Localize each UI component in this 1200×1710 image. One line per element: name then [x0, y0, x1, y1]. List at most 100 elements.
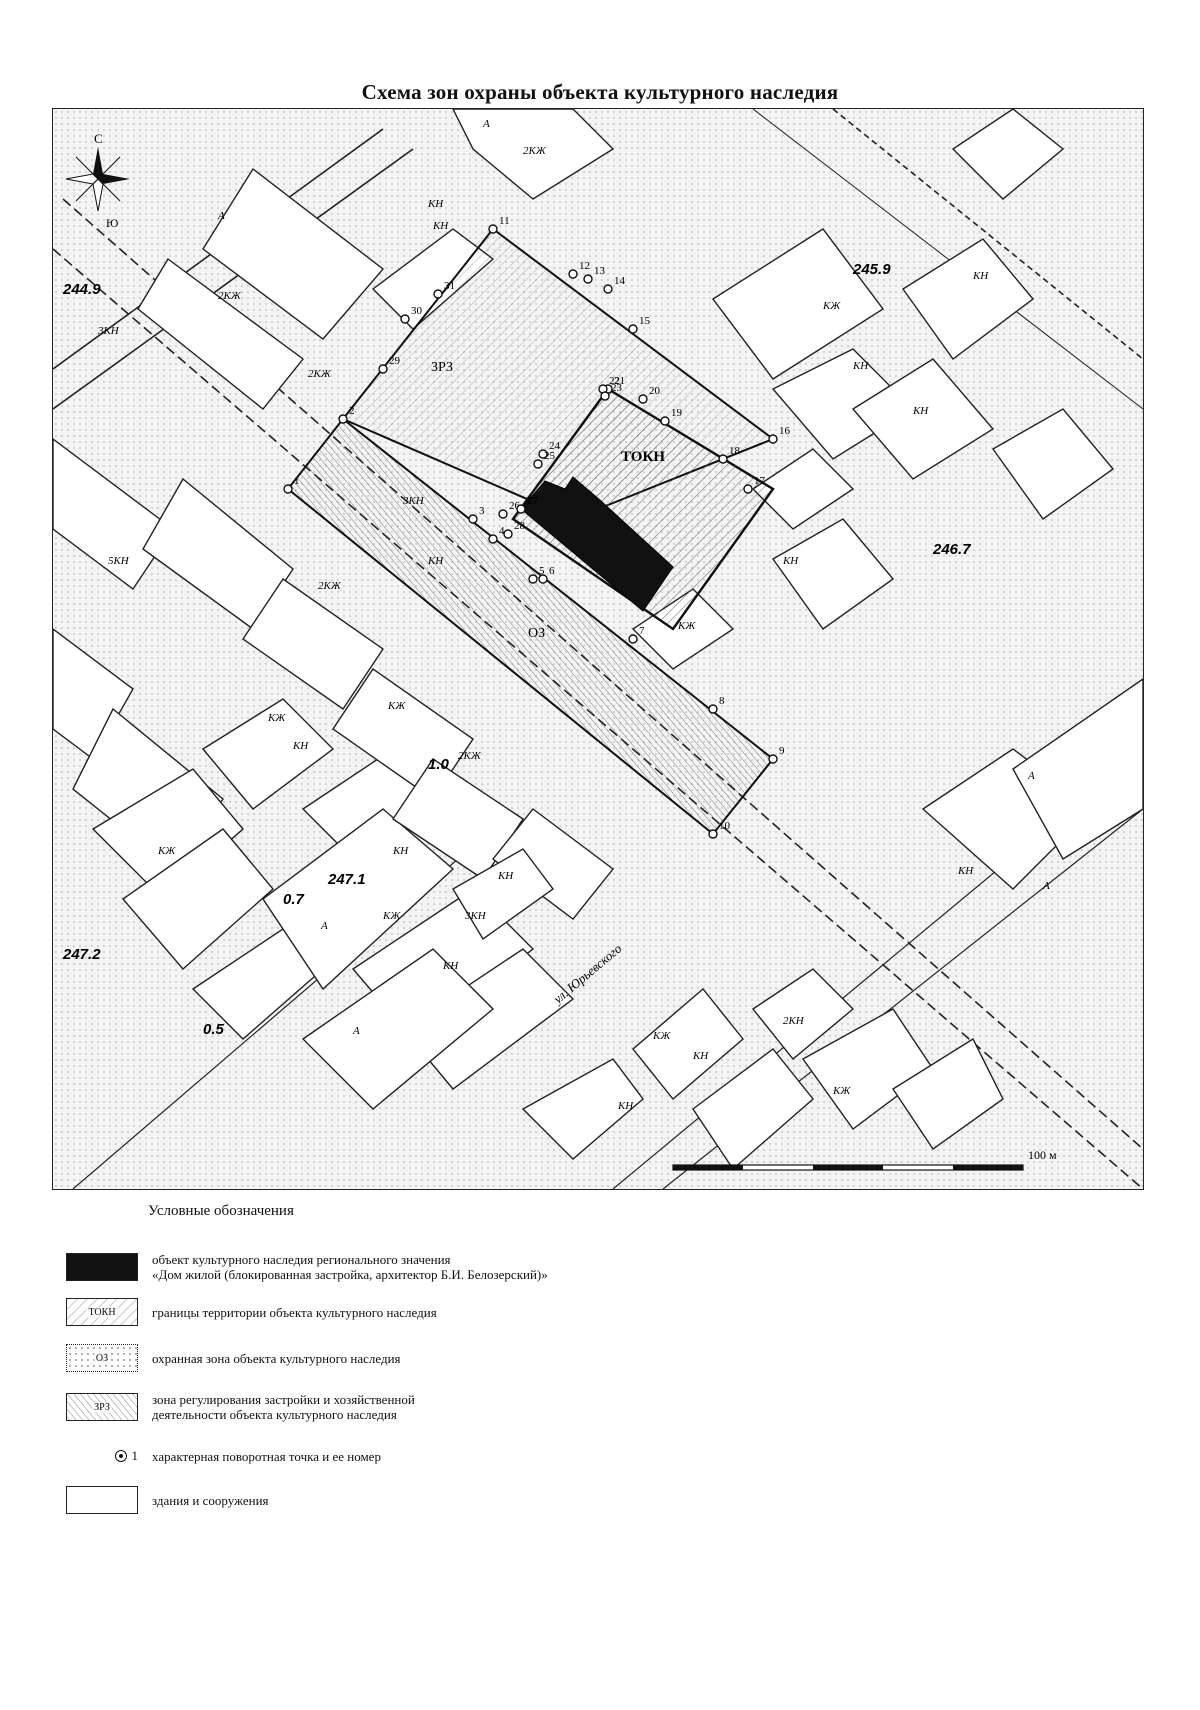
turning-point [498, 509, 508, 519]
building-label: КН [782, 555, 799, 567]
compass-rose-icon: С Ю [65, 131, 130, 230]
elevation-mark: 0.5 [203, 1021, 225, 1038]
legend-text-point: характерная поворотная точка и ее номер [152, 1448, 381, 1464]
building-label: КН [442, 960, 459, 972]
turning-point [708, 829, 718, 839]
turning-point [628, 634, 638, 644]
turning-point-label: 17 [754, 475, 766, 487]
building-label: КН [852, 360, 869, 372]
turning-point-label: 8 [719, 695, 725, 707]
legend-swatch-point: 1 [66, 1446, 138, 1466]
building-label: А [320, 920, 328, 932]
turning-point-label: 25 [544, 450, 556, 462]
building-label: КН [427, 198, 444, 210]
elevation-mark: 247.2 [62, 946, 101, 963]
turning-point [743, 484, 753, 494]
turning-point-label: 23 [611, 382, 623, 394]
turning-point-label: 29 [389, 355, 401, 367]
legend-text-oz: охранная зона объекта культурного наслед… [152, 1350, 401, 1366]
turning-point [468, 514, 478, 524]
building-label: КН [497, 870, 514, 882]
turning-point [338, 414, 348, 424]
turning-point [400, 314, 410, 324]
building-label: КН [432, 220, 449, 232]
building-labels: А2КЖКН2КЖ3КНКН2КЖА5КН3КНКН2КЖКЖКНКЖ2КЖКЖ… [97, 118, 1050, 1112]
legend-swatch-oz: ОЗ [66, 1344, 138, 1372]
turning-point-label: 6 [549, 565, 555, 577]
building-label: КН [617, 1100, 634, 1112]
turning-point [488, 534, 498, 544]
building-label: 2КЖ [308, 368, 332, 380]
turning-point-label: 26 [509, 500, 521, 512]
turning-point [628, 324, 638, 334]
compass-south: Ю [106, 216, 118, 230]
legend-item-oz: ОЗ охранная зона объекта культурного нас… [66, 1344, 401, 1372]
turning-point-label: 2 [349, 405, 355, 417]
scale-bar: 100 м [672, 1148, 1057, 1171]
legend-item-point: 1 характерная поворотная точка и ее номе… [66, 1446, 381, 1466]
turning-point [768, 434, 778, 444]
building-label: 2КЖ [218, 290, 242, 302]
turning-point-label: 14 [614, 275, 626, 287]
turning-point-label: 31 [444, 280, 455, 292]
turning-point [433, 289, 443, 299]
building-label: КЖ [677, 620, 696, 632]
elevation-mark: 1.0 [428, 756, 450, 773]
turning-point-label: 7 [639, 625, 645, 637]
building-label: КН [912, 405, 929, 417]
compass-north: С [94, 131, 103, 146]
turning-point [568, 269, 578, 279]
turning-point [660, 416, 670, 426]
legend-item-zrz: ЗРЗ зона регулирования застройки и хозяй… [66, 1392, 415, 1422]
legend-text-buildings: здания и сооружения [152, 1492, 269, 1508]
building-label: 2КЖ [318, 580, 342, 592]
building-label: КЖ [157, 845, 176, 857]
turning-point-label: 22 [609, 375, 620, 387]
map-canvas: ЗРЗ ТОКН ОЗ С Ю А2КЖКН2КЖ3КНКН2КЖА5КН3КН… [53, 109, 1143, 1189]
label-tokn: ТОКН [621, 449, 665, 465]
building-label: А [1027, 770, 1035, 782]
turning-point-label: 19 [671, 407, 683, 419]
turning-point-label: 5 [539, 565, 545, 577]
turning-point [638, 394, 648, 404]
building-label: 3КН [464, 910, 487, 922]
turning-point [516, 504, 526, 514]
building-label: 2КН [783, 1015, 805, 1027]
turning-point [768, 754, 778, 764]
turning-point-label: 27 [527, 495, 539, 507]
elevation-mark: 245.9 [852, 261, 891, 278]
heritage-object[interactable] [520, 476, 674, 612]
building-label: КН [427, 555, 444, 567]
turning-point [378, 364, 388, 374]
turning-point [600, 391, 610, 401]
turning-point-label: 30 [411, 305, 423, 317]
turning-point [283, 484, 293, 494]
turning-point-label: 16 [779, 425, 791, 437]
elevation-mark: 246.7 [932, 541, 971, 558]
building-label: 2КЖ [458, 750, 482, 762]
turning-point-label: 18 [729, 445, 741, 457]
turning-point [708, 704, 718, 714]
building-label: 2КЖ [523, 145, 547, 157]
legend-item-object: объект культурного наследия региональног… [66, 1252, 548, 1282]
turning-point-label: 9 [779, 745, 785, 757]
label-oz: ОЗ [528, 626, 545, 641]
building-label: КЖ [382, 910, 401, 922]
zone-tokn[interactable] [511, 387, 775, 631]
turning-point [603, 284, 613, 294]
turning-point-label: 4 [499, 525, 505, 537]
building-label: КЖ [267, 712, 286, 724]
scale-label: 100 м [1028, 1148, 1057, 1162]
legend-item-buildings: здания и сооружения [66, 1486, 269, 1514]
turning-point-label: 1 [294, 475, 300, 487]
turning-point [488, 224, 498, 234]
building-label: КН [972, 270, 989, 282]
elevation-mark: 247.1 [327, 871, 366, 888]
turning-point-label: 20 [649, 385, 661, 397]
turning-point [503, 529, 513, 539]
legend-text-zrz: зона регулирования застройки и хозяйстве… [152, 1392, 415, 1422]
turning-point [533, 459, 543, 469]
